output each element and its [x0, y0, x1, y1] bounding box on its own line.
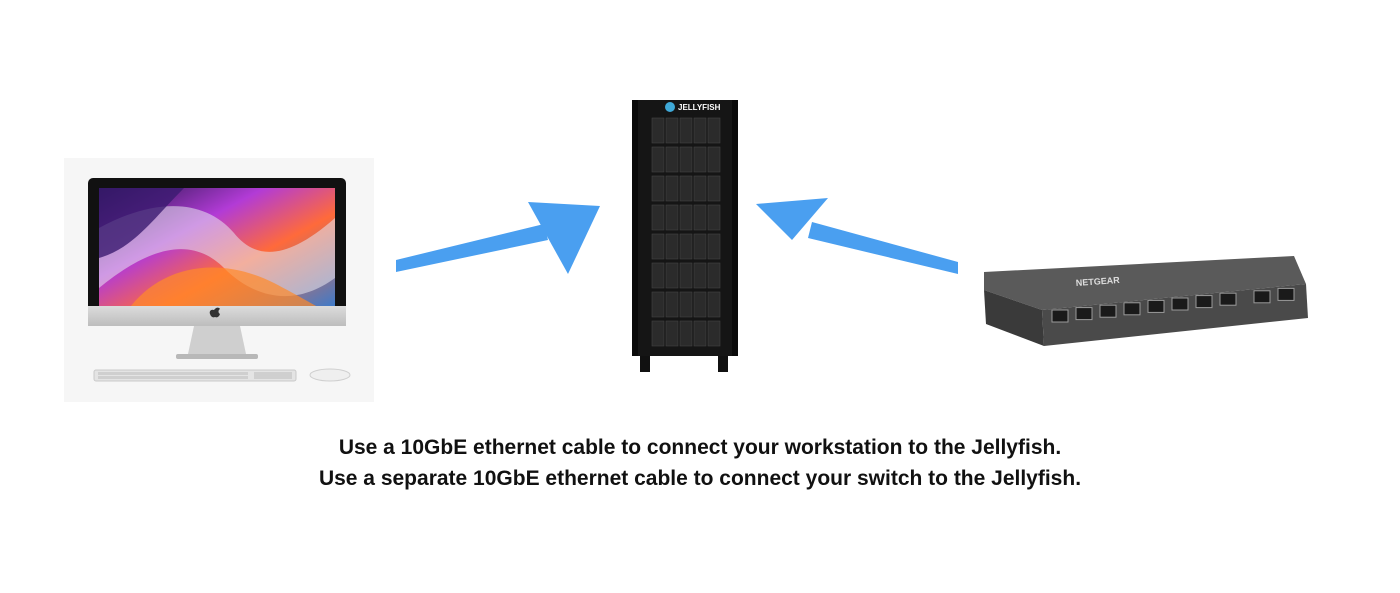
jellyfish-logo: JELLYFISH — [678, 103, 721, 112]
drive-bay — [665, 175, 679, 202]
drive-bay — [693, 146, 707, 173]
drive-bay — [665, 146, 679, 173]
ethernet-port — [1171, 297, 1189, 311]
drive-bay — [679, 233, 693, 260]
jellyfish-server-tower-icon: JELLYFISH — [630, 96, 740, 376]
drive-bay — [651, 117, 665, 144]
drive-bay — [665, 233, 679, 260]
drive-bay — [707, 175, 721, 202]
netgear-switch-icon: NETGEAR — [976, 250, 1312, 350]
drive-bay — [665, 291, 679, 318]
drive-bay — [665, 320, 679, 347]
ethernet-port — [1253, 290, 1271, 304]
ethernet-port — [1277, 287, 1295, 301]
ethernet-port — [1123, 302, 1141, 316]
drive-bay — [651, 262, 665, 289]
drive-bay — [651, 233, 665, 260]
drive-bay — [693, 233, 707, 260]
drive-bay — [707, 262, 721, 289]
drive-bay — [693, 320, 707, 347]
caption-line-workstation: Use a 10GbE ethernet cable to connect yo… — [338, 436, 1062, 459]
ethernet-port — [1075, 307, 1093, 321]
drive-bay — [693, 262, 707, 289]
drive-bay — [651, 320, 665, 347]
drive-bay — [679, 262, 693, 289]
switch-brand-label: NETGEAR — [1075, 275, 1120, 288]
drive-bay — [679, 117, 693, 144]
ethernet-port — [1051, 309, 1069, 323]
ethernet-port — [1219, 292, 1237, 306]
ethernet-port — [1147, 299, 1165, 313]
ethernet-port — [1099, 304, 1117, 318]
instructions-caption: Use a 10GbE ethernet cable to connect yo… — [0, 432, 1400, 494]
drive-bay — [651, 291, 665, 318]
drive-bay — [693, 117, 707, 144]
drive-bay — [707, 204, 721, 231]
drive-bay — [665, 262, 679, 289]
arrow-right-icon — [392, 188, 607, 278]
drive-bay — [707, 146, 721, 173]
caption-line-switch: Use a separate 10GbE ethernet cable to c… — [318, 467, 1082, 490]
drive-bay — [651, 146, 665, 173]
drive-bay — [651, 175, 665, 202]
drive-bay — [679, 146, 693, 173]
drive-bay — [679, 175, 693, 202]
drive-bay — [707, 117, 721, 144]
drive-bay — [707, 233, 721, 260]
drive-bay — [693, 291, 707, 318]
imac-workstation-icon — [64, 158, 374, 402]
drive-bay — [665, 204, 679, 231]
ethernet-port — [1195, 295, 1213, 309]
drive-bay — [679, 204, 693, 231]
drive-bay — [707, 320, 721, 347]
drive-bay — [707, 291, 721, 318]
drive-bay — [679, 291, 693, 318]
drive-bay — [693, 204, 707, 231]
drive-bay — [679, 320, 693, 347]
drive-bay — [651, 204, 665, 231]
arrow-left-icon — [752, 188, 964, 280]
drive-bay — [693, 175, 707, 202]
drive-bay — [665, 117, 679, 144]
